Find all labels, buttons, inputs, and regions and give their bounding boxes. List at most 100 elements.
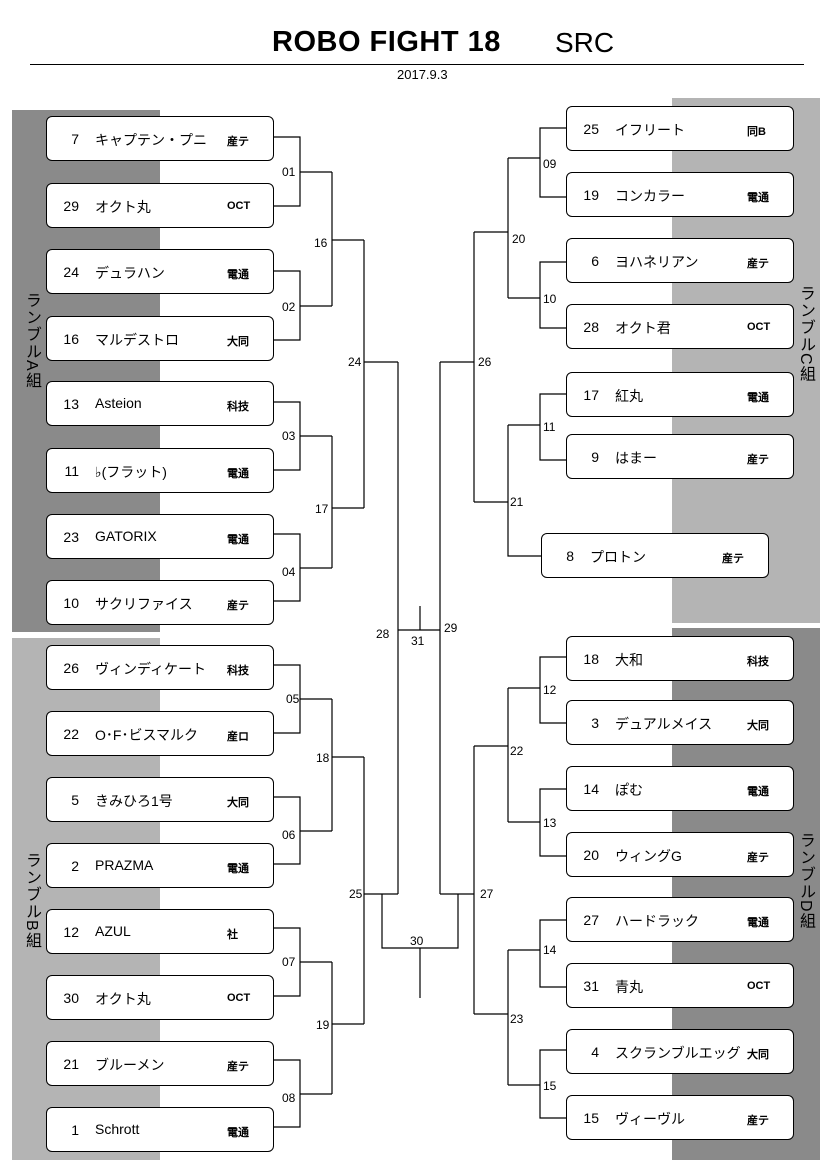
- match-label: 05: [286, 692, 300, 706]
- match-label: 17: [315, 502, 329, 516]
- entry-affiliation: 電通: [227, 534, 249, 546]
- entry-name: イフリート: [615, 122, 685, 138]
- match-label: 29: [444, 621, 458, 635]
- entry-box: 28 オクト君 OCT: [566, 304, 794, 349]
- entry-affiliation: 産テ: [747, 1115, 769, 1127]
- entry-affiliation: 産テ: [747, 852, 769, 864]
- entry-number: 7: [71, 131, 79, 147]
- match-label: 15: [543, 1079, 557, 1093]
- match-label: 31: [411, 634, 425, 648]
- match-label: 06: [282, 828, 296, 842]
- entry-name: Schrott: [95, 1121, 140, 1137]
- entry-number: 14: [583, 781, 599, 797]
- match-label: 19: [316, 1018, 330, 1032]
- entry-number: 2: [71, 858, 79, 874]
- match-label: 30: [410, 934, 424, 948]
- entry-number: 10: [63, 595, 79, 611]
- match-label: 27: [480, 887, 494, 901]
- entry-name: O･F･ビスマルク: [95, 727, 199, 743]
- entry-name: キャプテン・プニ: [95, 132, 207, 148]
- entry-number: 28: [583, 319, 599, 335]
- entry-name: 青丸: [615, 979, 643, 995]
- entry-box: 11♭(フラット)電通: [46, 448, 274, 493]
- entry-affiliation: 電通: [747, 917, 769, 929]
- entry-name: プロトン: [590, 549, 646, 565]
- entry-name: GATORIX: [95, 528, 157, 544]
- entry-name: PRAZMA: [95, 857, 154, 873]
- entry-name: ハードラック: [615, 913, 699, 929]
- entry-number: 11: [64, 463, 79, 479]
- entry-affiliation: 産テ: [227, 600, 249, 612]
- entry-number: 13: [63, 396, 79, 412]
- match-label: 09: [543, 157, 557, 171]
- entry-affiliation: 大同: [747, 1049, 769, 1061]
- entry-name: 大和: [615, 652, 643, 668]
- match-label: 12: [543, 683, 557, 697]
- group-a-label: ランブルA組: [23, 292, 40, 389]
- entry-affiliation: 大同: [227, 336, 249, 348]
- match-label: 26: [478, 355, 492, 369]
- entry-number: 3: [591, 715, 599, 731]
- entry-number: 20: [583, 847, 599, 863]
- entry-name: はまー: [615, 450, 657, 466]
- entry-number: 17: [583, 387, 599, 403]
- bracket-line: [539, 261, 566, 329]
- entry-affiliation: 電通: [747, 192, 769, 204]
- entry-name: オクト丸: [95, 199, 151, 215]
- entry-name: サクリファイス: [95, 596, 193, 612]
- bracket-line: [507, 425, 542, 557]
- match-label: 28: [376, 627, 390, 641]
- entry-number: 31: [583, 978, 599, 994]
- entry-affiliation: 産テ: [722, 553, 744, 565]
- entry-box: 23 GATORIX 電通: [46, 514, 274, 559]
- entry-affiliation: 社: [227, 929, 238, 941]
- entry-affiliation: 電通: [227, 1127, 249, 1139]
- match-label: 16: [314, 236, 328, 250]
- entry-name: オクト丸: [95, 991, 151, 1007]
- entry-affiliation: 電通: [747, 786, 769, 798]
- entry-number: 6: [591, 253, 599, 269]
- entry-affiliation: OCT: [227, 992, 251, 1004]
- match-label: 01: [282, 165, 296, 179]
- entry-name: Asteion: [95, 395, 142, 411]
- entry-affiliation: 同B: [747, 126, 766, 138]
- entry-affiliation: 産テ: [227, 136, 249, 148]
- entry-name: オクト君: [615, 320, 671, 336]
- entry-affiliation: 電通: [227, 269, 249, 281]
- match-label: 25: [349, 887, 363, 901]
- bracket-line: [539, 127, 566, 198]
- entry-box: 2 PRAZMA 電通: [46, 843, 274, 888]
- entry-number: 23: [63, 529, 79, 545]
- entry-box: 7 キャプテン・プニ 産テ: [46, 116, 274, 161]
- match-label: 02: [282, 300, 296, 314]
- entry-number: 24: [63, 264, 79, 280]
- entry-number: 18: [583, 651, 599, 667]
- bracket-line: [539, 393, 566, 461]
- event-date: 2017.9.3: [397, 67, 448, 82]
- match-label: 11: [543, 420, 556, 434]
- match-label: 20: [512, 232, 526, 246]
- entry-affiliation: 大同: [747, 720, 769, 732]
- entry-affiliation: OCT: [747, 321, 771, 333]
- entry-affiliation: 科技: [227, 401, 249, 413]
- entry-affiliation: 電通: [227, 863, 249, 875]
- match-label: 03: [282, 429, 296, 443]
- entry-number: 4: [591, 1044, 599, 1060]
- entry-name: コンカラー: [615, 188, 685, 204]
- match-label: 14: [543, 943, 557, 957]
- match-label: 21: [510, 495, 524, 509]
- entry-name: ヴィーヴル: [615, 1111, 685, 1127]
